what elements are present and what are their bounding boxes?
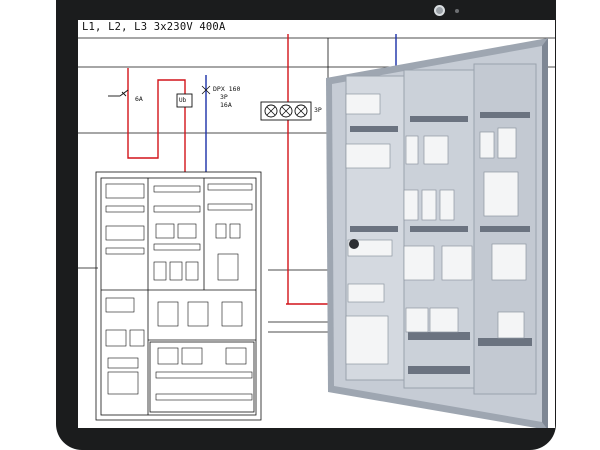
sensor-dot — [455, 9, 459, 13]
webcam-icon — [434, 5, 445, 16]
breaker-symbol-icon — [108, 89, 129, 97]
wiring-diagram — [78, 34, 555, 428]
panel-front-drawing — [95, 171, 262, 421]
tablet-screen: L1, L2, L3 3x230V 400A — [78, 20, 555, 428]
cabinet-3d-render — [326, 38, 548, 428]
supply-label: L1, L2, L3 3x230V 400A — [82, 21, 226, 33]
spd-current-label: 16A — [220, 101, 232, 109]
relay-label: Ub — [179, 97, 187, 104]
lamp-group-label: 3P — [314, 106, 322, 114]
spd-label: DPX 160 — [213, 85, 241, 93]
lamp-icon — [260, 101, 312, 121]
breaker-rating-label: 6A — [135, 95, 143, 103]
spd-poles-label: 3P — [220, 93, 228, 101]
relay-symbol-icon — [176, 93, 193, 108]
